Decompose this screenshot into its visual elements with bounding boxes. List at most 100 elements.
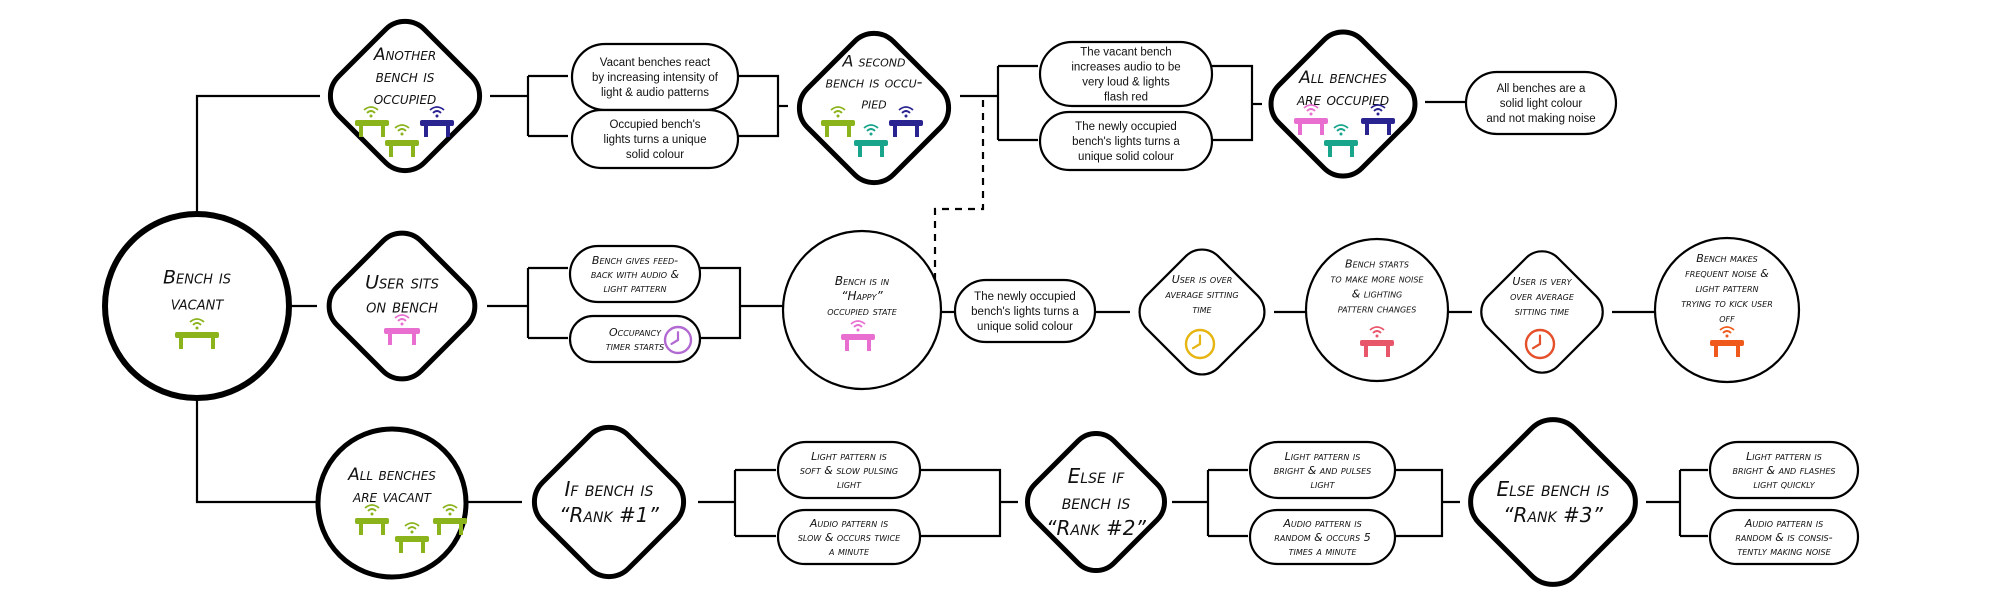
wifi-signal-icon [404, 522, 420, 534]
second-occupied-node: A second bench is occu-pied [796, 30, 952, 186]
rank3-node: Else bench is“Rank #3” [1468, 417, 1638, 587]
wifi-signal-icon [429, 106, 445, 118]
r2-audio-line: random & occurs 5 [1274, 531, 1370, 544]
user-sits-line: on bench [366, 296, 438, 318]
feedback-label: Bench gives feed-back with audio &light … [591, 254, 680, 295]
all-occupied-line: All benches [1298, 68, 1387, 88]
rank2-line: “Rank #2” [1046, 516, 1146, 540]
connector-merge-mid [700, 266, 742, 340]
bench-icon [821, 120, 855, 137]
bench-icons [175, 104, 1744, 553]
wifi-signal-icon [394, 314, 410, 326]
vacant-react-line: light & audio patterns [601, 87, 709, 99]
r1-light-line: Light pattern is [811, 450, 887, 463]
r2-light-line: light [1311, 478, 1336, 491]
wifi-signal-icon [189, 318, 205, 330]
newly-unique-mid-line: The newly occupied [974, 291, 1076, 303]
bench-icon [355, 518, 389, 535]
kick-line: light pattern [1695, 282, 1758, 295]
happy-line: occupied state [827, 304, 898, 318]
clock-icon [663, 325, 693, 355]
r3-audio-line: tently making noise [1737, 545, 1831, 558]
second-occupied-line: A second [841, 52, 905, 71]
feedback-line: Bench gives feed- [592, 254, 678, 267]
wifi-signal-icon [830, 106, 846, 118]
r1-light-line: light [837, 478, 862, 491]
vacant-loud-line: very loud & lights [1082, 77, 1170, 89]
bench-icon [1710, 340, 1744, 357]
timer-line: Occupancy [609, 326, 662, 339]
occupied-unique-line: Occupied bench's [609, 119, 700, 131]
bench-icon [420, 120, 454, 137]
clock-icon [1184, 328, 1216, 360]
r3-light-line: light quickly [1753, 478, 1815, 491]
bench-icon [175, 332, 219, 349]
wifi-signal-icon [1333, 124, 1349, 136]
more-noise-line: Bench starts [1345, 257, 1409, 270]
bench-icon [889, 120, 923, 137]
r3-audio-line: Audio pattern is [1744, 517, 1823, 530]
flow-connectors [195, 64, 1708, 538]
bench-vacant-line: vacant [171, 293, 225, 315]
rank1-label: If bench is“Rank #1” [559, 477, 659, 527]
wifi-signal-icon [898, 106, 914, 118]
wifi-signal-icon [1369, 326, 1385, 338]
connector-merge-top1 [738, 74, 780, 138]
rank1-node: If bench is“Rank #1” [531, 424, 687, 580]
r1-audio-line: slow & occurs twice [798, 531, 901, 544]
newly-unique-mid-line: unique solid colour [977, 321, 1073, 333]
timer-line: timer starts [606, 340, 665, 353]
bench-icon [841, 334, 875, 351]
more-noise-line: & lighting [1352, 287, 1403, 300]
kick-line: Bench makes [1696, 252, 1757, 265]
all-solid-line: solid light colour [1500, 98, 1583, 110]
rank2-line: Else if [1068, 464, 1126, 488]
vacant-react-line: by increasing intensity of [592, 72, 719, 84]
rank3-line: Else bench is [1496, 477, 1609, 501]
another-occupied-line: bench is [376, 67, 435, 87]
second-occupied-line: pied [861, 94, 886, 113]
happy-label: Bench is in“Happy”occupied state [827, 274, 898, 318]
all-solid-line: All benches are a [1497, 83, 1586, 95]
clock-icon [1524, 328, 1556, 360]
wifi-signal-icon [442, 504, 458, 516]
wifi-signal-icon [1719, 326, 1735, 338]
newly-unique-top-line: unique solid colour [1078, 151, 1174, 163]
connector-merge-rank2 [1395, 468, 1444, 538]
second-occupied-line: bench is occu- [826, 73, 923, 92]
